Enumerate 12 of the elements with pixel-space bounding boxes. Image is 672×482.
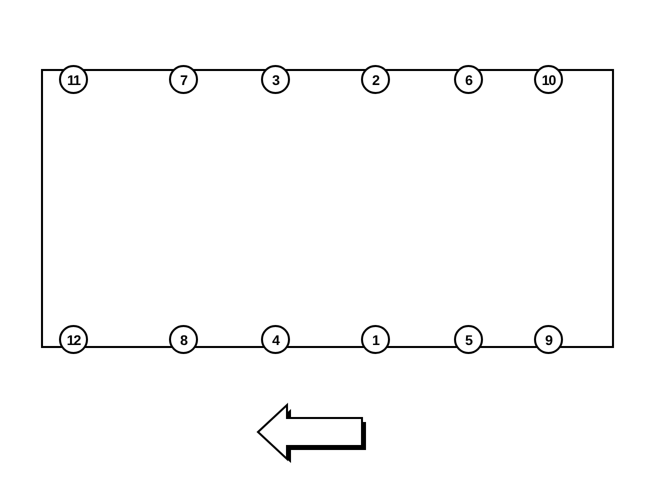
bolt-number: 5 <box>454 325 483 354</box>
bolt-number: 6 <box>454 65 483 94</box>
bolt-number: 7 <box>169 65 198 94</box>
bolt-number: 3 <box>261 65 290 94</box>
bolt-number: 9 <box>534 325 563 354</box>
bolt-number: 4 <box>261 325 290 354</box>
bolt-number: 12 <box>59 325 88 354</box>
bolt-number: 8 <box>169 325 198 354</box>
bolt-number: 2 <box>361 65 390 94</box>
bolt-number: 11 <box>59 65 88 94</box>
bolt-number: 10 <box>534 65 563 94</box>
bolt-number: 1 <box>361 325 390 354</box>
